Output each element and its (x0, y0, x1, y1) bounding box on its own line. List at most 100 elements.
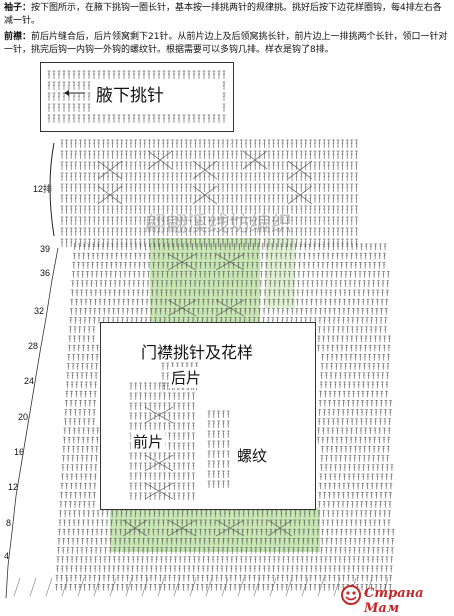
stitch-symbol (112, 566, 115, 572)
stitch-symbol (320, 465, 323, 471)
stitch-symbol (72, 272, 75, 278)
stitch-symbol (120, 253, 123, 259)
stitch-symbol (81, 272, 84, 278)
stitch-symbol (323, 492, 326, 498)
stitch-symbol (301, 299, 304, 305)
stitch-symbol (178, 403, 181, 410)
rib-stitch-label: 螺纹 (235, 445, 269, 466)
stitch-symbol (384, 410, 387, 416)
stitch-symbol (106, 253, 109, 259)
stitch-symbol (106, 520, 109, 526)
stitch-symbol (350, 151, 353, 159)
stitch-symbol (335, 354, 338, 360)
stitch-symbol (98, 308, 101, 314)
stitch-symbol (326, 354, 329, 360)
stitch-symbol (254, 162, 257, 170)
stitch-symbol (326, 437, 329, 443)
stitch-symbol (101, 520, 104, 526)
stitch-symbol (82, 345, 85, 351)
stitch-symbol (88, 104, 91, 112)
stitch-symbol (295, 162, 298, 170)
row-number: 28 (28, 341, 38, 351)
stitch-symbol (314, 151, 317, 159)
stitch-symbol (346, 162, 349, 170)
stitch-symbol (176, 173, 179, 181)
stitch-symbol (201, 575, 204, 581)
row-number: 36 (40, 268, 50, 278)
stitch-symbol (318, 206, 321, 214)
stitch-symbol (189, 173, 192, 181)
stitch-symbol (381, 557, 384, 563)
stitch-symbol (323, 140, 326, 148)
stitch-symbol (98, 71, 101, 79)
stitch-symbol (90, 465, 93, 471)
stitch-symbol (337, 217, 340, 225)
stitch-symbol (337, 140, 340, 148)
stitch-symbol (122, 566, 125, 572)
stitch-symbol (90, 364, 93, 370)
stitch-symbol (108, 566, 111, 572)
stitch-symbol (143, 151, 146, 159)
stitch-symbol (355, 206, 358, 214)
stitch-symbol (295, 584, 298, 590)
stitch-symbol (377, 281, 380, 287)
stitch-symbol (322, 437, 325, 443)
stitch-symbol (157, 162, 160, 170)
stitch-symbol (376, 391, 379, 397)
stitch-symbol (341, 228, 344, 236)
stitch-symbol (78, 82, 81, 90)
stitch-symbol (120, 244, 123, 250)
stitch-symbol (367, 465, 370, 471)
stitch-symbol (355, 511, 358, 517)
stitch-symbol (329, 290, 332, 296)
stitch-symbol (76, 548, 79, 554)
stitch-symbol (67, 364, 70, 370)
stitch-symbol (61, 239, 64, 247)
stitch-symbol (249, 184, 252, 192)
stitch-symbol (74, 492, 77, 498)
stitch-symbol (88, 584, 91, 590)
stitch-symbol (198, 557, 201, 563)
stitch-symbol (366, 308, 369, 314)
stitch-symbol (314, 173, 317, 181)
stitch-symbol (144, 393, 147, 400)
stitch-symbol (120, 228, 123, 236)
stitch-symbol (327, 217, 330, 225)
stitch-symbol (89, 557, 92, 563)
stitch-symbol (138, 71, 141, 79)
stitch-symbol (371, 308, 374, 314)
stitch-symbol (386, 465, 389, 471)
stitch-symbol (62, 465, 65, 471)
stitch-symbol (387, 538, 390, 544)
stitch-symbol (235, 184, 238, 192)
stitch-symbol (66, 373, 69, 379)
stitch-symbol (374, 244, 377, 250)
stitch-symbol (67, 446, 70, 452)
stitch-symbol (268, 184, 271, 192)
stitch-symbol (91, 437, 94, 443)
stitch-symbol (92, 419, 95, 425)
stitch-symbol (305, 308, 308, 314)
stitch-symbol (116, 151, 119, 159)
stitch-symbol (60, 584, 63, 590)
stitch-symbol (75, 474, 78, 480)
stitch-symbol (304, 206, 307, 214)
stitch-symbol (139, 228, 142, 236)
stitch-symbol (240, 173, 243, 181)
stitch-symbol (84, 140, 87, 148)
stitch-symbol (139, 493, 142, 500)
stitch-symbol (104, 290, 107, 296)
stitch-symbol (359, 446, 362, 452)
stitch-symbol (130, 195, 133, 203)
stitch-symbol (178, 443, 181, 450)
stitch-symbol (335, 281, 338, 287)
stitch-symbol (318, 502, 321, 508)
stitch-symbol (379, 410, 382, 416)
stitch-symbol (352, 299, 355, 305)
stitch-symbol (330, 548, 333, 554)
stitch-symbol (378, 253, 381, 259)
stitch-symbol (139, 463, 142, 470)
stitch-symbol (108, 115, 111, 123)
stitch-symbol (328, 318, 331, 324)
stitch-symbol (357, 557, 360, 563)
